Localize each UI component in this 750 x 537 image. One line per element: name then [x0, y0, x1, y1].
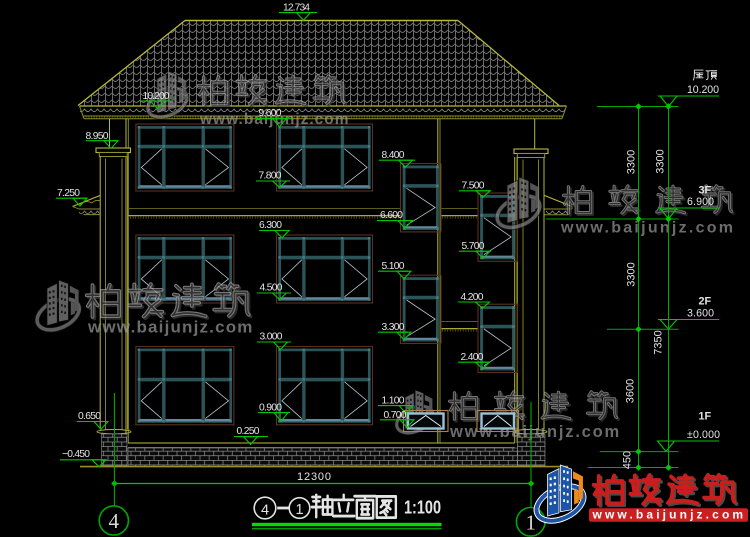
svg-text:3.600: 3.600 [687, 308, 714, 320]
svg-text:6.300: 6.300 [259, 220, 282, 231]
svg-text:8.950: 8.950 [86, 131, 109, 142]
svg-text:3.300: 3.300 [382, 322, 405, 333]
svg-text:www.baijunjz.com: www.baijunjz.com [449, 423, 621, 441]
svg-text:1: 1 [525, 510, 536, 534]
svg-text:±0.000: ±0.000 [687, 429, 720, 441]
svg-text:3600: 3600 [625, 379, 637, 403]
svg-text:5.100: 5.100 [382, 261, 405, 272]
svg-text:www.baijunjz.com: www.baijunjz.com [87, 318, 254, 337]
svg-text:12.734: 12.734 [283, 3, 310, 14]
svg-text:0.650: 0.650 [78, 411, 101, 422]
svg-text:10.200: 10.200 [143, 91, 170, 102]
svg-text:1.100: 1.100 [382, 395, 405, 406]
svg-text:2.400: 2.400 [461, 352, 484, 363]
svg-text:www.baijunjz.com: www.baijunjz.com [592, 508, 745, 522]
svg-text:12300: 12300 [297, 471, 331, 483]
svg-text:0.250: 0.250 [237, 426, 260, 437]
svg-text:5.700: 5.700 [462, 241, 485, 252]
svg-text:1F: 1F [699, 410, 712, 422]
svg-text:450: 450 [622, 451, 634, 469]
svg-text:8.400: 8.400 [382, 150, 405, 161]
svg-text:3300: 3300 [626, 150, 638, 174]
svg-text:2F: 2F [699, 295, 712, 307]
svg-text:6.600: 6.600 [380, 210, 403, 221]
svg-text:3300: 3300 [655, 149, 667, 173]
svg-text:7.250: 7.250 [57, 188, 80, 199]
svg-text:www.baijunjz.com: www.baijunjz.com [560, 220, 735, 237]
svg-text:1:100: 1:100 [404, 497, 441, 518]
svg-text:4.200: 4.200 [461, 292, 484, 303]
svg-text:6.900: 6.900 [687, 196, 714, 208]
svg-text:1: 1 [295, 502, 303, 518]
svg-text:3.000: 3.000 [260, 332, 283, 343]
svg-text:0.700: 0.700 [384, 410, 407, 421]
svg-text:4.500: 4.500 [260, 283, 283, 294]
svg-text:7350: 7350 [653, 330, 665, 354]
svg-text:7.800: 7.800 [259, 171, 282, 182]
svg-text:0.900: 0.900 [259, 403, 282, 414]
svg-text:3F: 3F [699, 184, 712, 196]
svg-text:10.200: 10.200 [687, 84, 719, 96]
svg-text:4: 4 [109, 509, 120, 533]
svg-text:9.600: 9.600 [259, 108, 282, 119]
svg-text:3300: 3300 [626, 262, 638, 286]
svg-text:−0.450: −0.450 [62, 449, 90, 460]
svg-text:4: 4 [261, 502, 269, 518]
svg-text:7.500: 7.500 [462, 181, 485, 192]
